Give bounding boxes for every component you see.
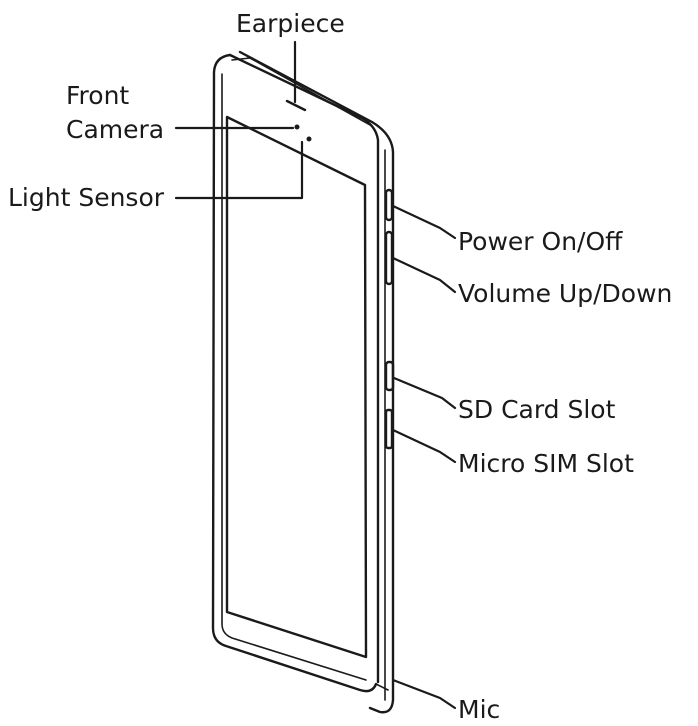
top-features bbox=[285, 99, 312, 142]
mic-leader bbox=[391, 678, 457, 710]
sim-leader bbox=[391, 428, 457, 464]
phone-front-bevel bbox=[221, 73, 367, 681]
phone-side-outline bbox=[238, 50, 395, 714]
side-controls bbox=[384, 188, 395, 450]
micro-sim-slot bbox=[384, 408, 394, 450]
light-sensor-label: Light Sensor bbox=[8, 183, 165, 212]
light-sensor-leader bbox=[174, 140, 304, 200]
mic-label: Mic bbox=[458, 695, 500, 724]
sd-card-leader bbox=[392, 376, 457, 410]
phone-screen bbox=[225, 115, 368, 659]
phone-top-ridge bbox=[231, 57, 373, 127]
front-camera-label-line1: Front bbox=[66, 81, 129, 110]
power-label: Power On/Off bbox=[458, 227, 623, 256]
volume-leader bbox=[391, 256, 457, 294]
phone-bottom-edge bbox=[375, 683, 389, 691]
earpiece-slot bbox=[285, 99, 307, 112]
phone-top-edge bbox=[228, 53, 380, 684]
power-leader bbox=[391, 204, 457, 240]
power-button bbox=[384, 188, 394, 222]
volume-button bbox=[384, 230, 394, 286]
phone-front-outline bbox=[211, 53, 378, 693]
front-camera-dot bbox=[294, 124, 300, 130]
sd-card-label: SD Card Slot bbox=[458, 395, 616, 424]
volume-label: Volume Up/Down bbox=[458, 279, 672, 308]
light-sensor-dot bbox=[306, 136, 312, 142]
sim-label: Micro SIM Slot bbox=[458, 449, 634, 478]
sd-card-slot bbox=[384, 360, 395, 392]
leader-lines bbox=[174, 40, 457, 710]
earpiece-label: Earpiece bbox=[236, 9, 345, 38]
front-camera-label-line2: Camera bbox=[66, 115, 164, 144]
